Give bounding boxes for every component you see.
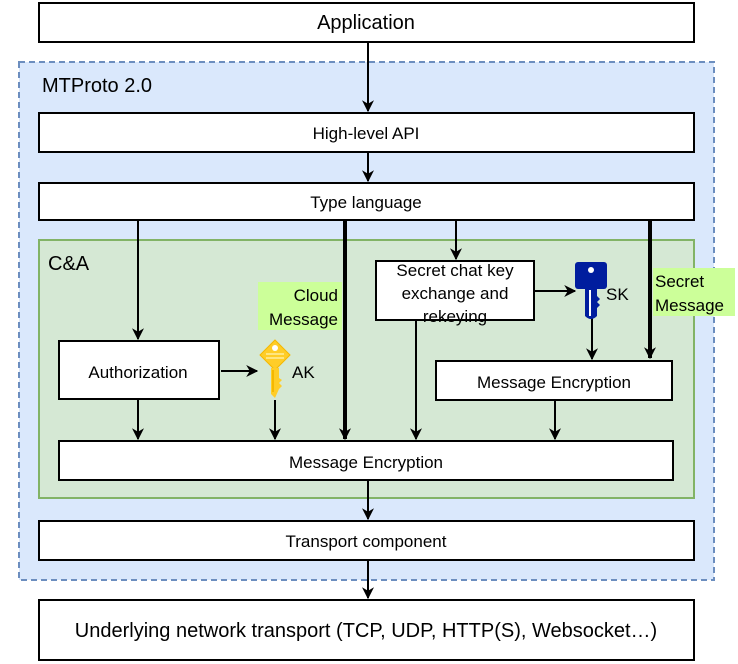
- message-encryption-node: Message Encryption: [58, 440, 674, 481]
- cloud-message-label: Cloud Message: [258, 282, 342, 330]
- application-label: Application: [317, 12, 415, 34]
- secret-label-line1: Secret: [655, 272, 704, 291]
- application-node: Application: [38, 2, 695, 43]
- underlying-transport-label: Underlying network transport (TCP, UDP, …: [75, 620, 657, 642]
- message-encryption-label: Message Encryption: [289, 453, 443, 472]
- transport-component-label: Transport component: [286, 532, 447, 551]
- mtproto-group-label: MTProto 2.0: [42, 75, 152, 97]
- ak-key-label: AK: [292, 363, 315, 382]
- transport-component-node: Transport component: [38, 520, 695, 561]
- sk-key-icon: [575, 262, 607, 319]
- secret-chat-node: Secret chat key exchange and rekeying: [375, 260, 535, 326]
- sk-key-label: SK: [606, 285, 629, 304]
- cloud-label-line1: Cloud: [294, 286, 338, 305]
- type-language-label: Type language: [310, 193, 422, 212]
- type-language-node: Type language: [38, 182, 695, 221]
- high-level-api-label: High-level API: [313, 124, 420, 143]
- high-level-api-node: High-level API: [38, 112, 695, 153]
- secret-label-line2: Message: [655, 296, 724, 315]
- ak-key-icon: [259, 339, 291, 398]
- authorization-label: Authorization: [88, 363, 187, 382]
- cloud-label-line2: Message: [269, 310, 338, 329]
- secret-message-label: Secret Message: [653, 268, 735, 316]
- secret-message-encryption-label: Message Encryption: [477, 373, 631, 392]
- ca-group-label: C&A: [48, 253, 90, 275]
- underlying-transport-node: Underlying network transport (TCP, UDP, …: [38, 599, 695, 661]
- authorization-node: Authorization: [58, 340, 220, 400]
- secret-message-encryption-node: Message Encryption: [435, 360, 673, 401]
- secret-chat-line1: Secret chat key: [396, 261, 514, 280]
- secret-chat-line2: exchange and: [402, 284, 509, 303]
- secret-chat-line3: rekeying: [423, 307, 487, 326]
